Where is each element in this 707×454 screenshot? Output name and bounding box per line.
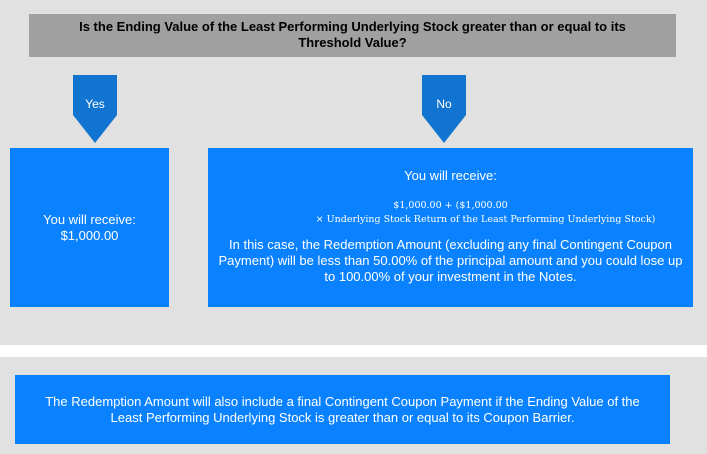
down-arrow-icon: [73, 75, 117, 143]
yes-outcome-box: You will receive: $1,000.00: [10, 148, 169, 307]
no-receive-label: You will receive:: [404, 168, 497, 183]
no-outcome-box: You will receive: $1,000.00 + ($1,000.00…: [208, 148, 693, 307]
formula-line-2: × Underlying Stock Return of the Least P…: [315, 214, 656, 225]
yes-receive-label: You will receive:: [43, 211, 136, 227]
no-label: No: [436, 97, 452, 111]
yes-arrow: Yes: [73, 75, 117, 143]
question-box: Is the Ending Value of the Least Perform…: [29, 14, 676, 57]
formula: $1,000.00 + ($1,000.00 × Underlying Stoc…: [208, 199, 693, 227]
formula-line-1: $1,000.00 + ($1,000.00: [393, 200, 508, 211]
coupon-note: The Redemption Amount will also include …: [45, 393, 640, 425]
yes-amount: $1,000.00: [60, 227, 119, 243]
yes-label: Yes: [85, 97, 105, 111]
loss-note: In this case, the Redemption Amount (exc…: [218, 237, 683, 284]
decision-panel: Is the Ending Value of the Least Perform…: [0, 0, 707, 345]
no-arrow: No: [422, 75, 466, 143]
down-arrow-icon: [422, 75, 466, 143]
coupon-note-box: The Redemption Amount will also include …: [15, 375, 670, 444]
